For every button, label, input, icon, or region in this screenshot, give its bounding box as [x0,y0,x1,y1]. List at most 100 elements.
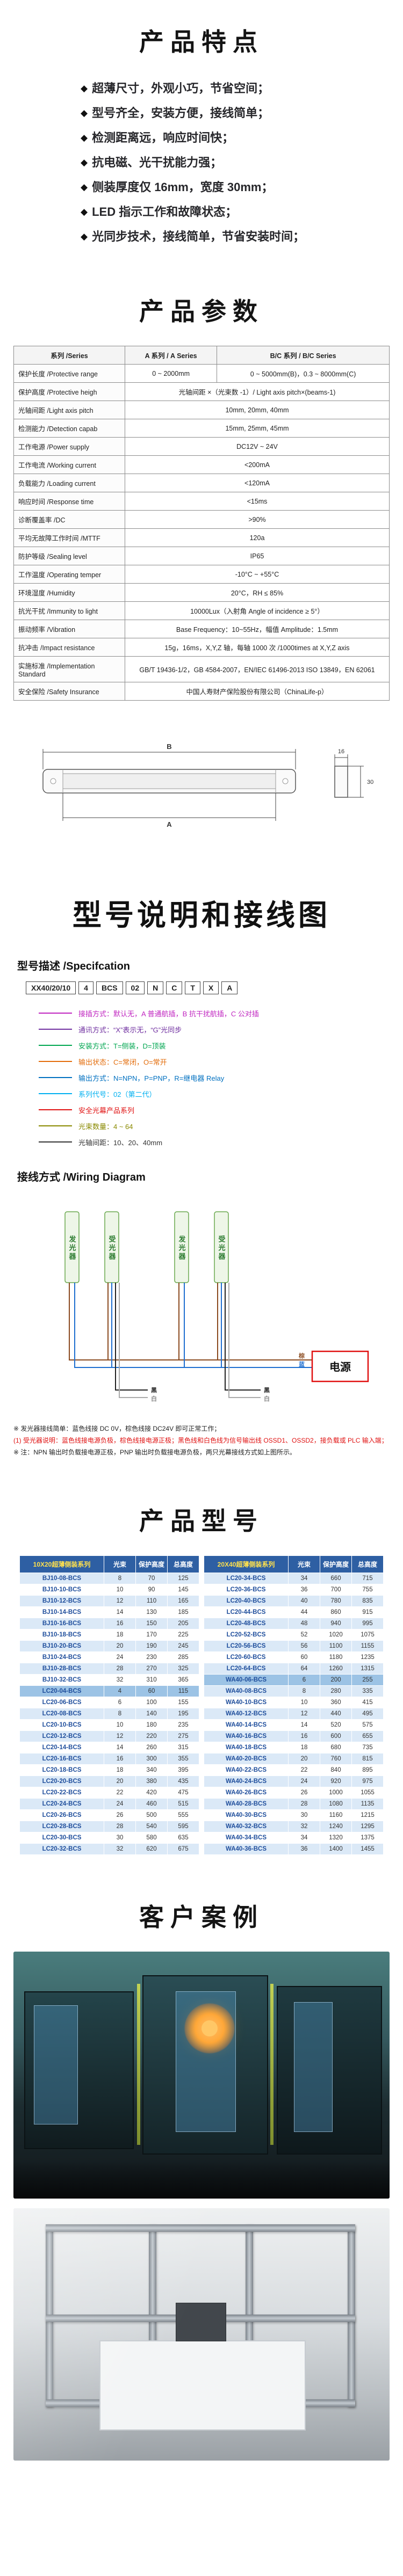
model-name: WA40-34-BCS [204,1831,289,1844]
feature-item: ◆检测距离远，响应时间快； [81,126,403,150]
param-label: 负载能力 /Loading current [13,474,125,492]
dim-label-16: 16 [338,748,344,755]
model-value: 255 [351,1673,384,1686]
model-value: 1240 [320,1820,352,1832]
model-value: 155 [167,1696,199,1708]
param-value: 15mm, 25mm, 45mm [125,419,390,438]
receiver-label: 受光器 [107,1235,116,1261]
equipment-module [176,2302,226,2341]
model-value: 1315 [351,1662,384,1675]
param-value: <200mA [125,455,390,474]
model-value: 32 [288,1820,320,1832]
model-value: 20 [288,1752,320,1765]
model-section-title: 型号说明和接线图 [73,899,330,932]
model-name: LC20-32-BCS [19,1843,104,1855]
model-value: 500 [135,1809,168,1821]
model-value: 635 [167,1831,199,1844]
param-label: 平均无故障工作时间 /MTTF [13,528,125,547]
model-value: 40 [288,1595,320,1607]
emitter-label-2: 发光器 [177,1235,186,1261]
model-value: 920 [320,1775,352,1787]
model-value: 100 [135,1696,168,1708]
model-code-box: 4 [78,981,93,994]
model-value: 340 [135,1764,168,1776]
model-name: LC20-28-BCS [19,1820,104,1832]
model-value: 28 [288,1798,320,1810]
model-value: 395 [167,1764,199,1776]
annotation-connector-line [39,1045,72,1046]
model-value: 440 [320,1707,352,1720]
model-value: 44 [288,1606,320,1618]
feature-text: 检测距离远，响应时间快； [92,131,234,144]
model-value: 1135 [351,1798,384,1810]
model-value: 16 [104,1617,136,1629]
acrylic-panel [34,2005,78,2124]
model-value: 700 [320,1583,352,1596]
feature-text: 超薄尺寸，外观小巧，节省空间； [92,82,270,95]
model-value: 915 [351,1606,384,1618]
param-label: 系列 /Series [13,346,125,365]
model-value: 12 [104,1595,136,1607]
model-value: 20 [104,1775,136,1787]
model-name: BJ10-20-BCS [19,1640,104,1652]
model-name: WA40-36-BCS [204,1843,289,1855]
param-label: 振动频率 /Vibration [13,620,125,638]
equipment-cabinet [99,2340,306,2431]
model-name: LC20-08-BCS [19,1707,104,1720]
features-title: 产品特点 [139,28,264,56]
model-value: 14 [288,1719,320,1731]
model-value: 28 [104,1662,136,1675]
model-name: LC20-52-BCS [204,1628,289,1641]
model-value: 380 [135,1775,168,1787]
feature-text: 光同步技术，接线简单，节省安装时间； [92,230,305,243]
model-value: 115 [167,1685,199,1697]
model-code-box: 02 [125,981,145,994]
model-value: 595 [167,1820,199,1832]
wiring-diagram: 电源 棕 蓝 黑 白 黑 白 发光器 受光器 发光器 受光器 [13,1192,390,1415]
diamond-bullet-icon: ◆ [81,157,88,168]
param-value: 10000Lux（入射角 Angle of incidence ≥ 5°） [125,601,390,620]
model-value: 4 [104,1685,136,1697]
model-value: 180 [135,1719,168,1731]
model-value: 780 [320,1595,352,1607]
work-lamp-core [202,2020,218,2036]
model-value: 8 [288,1685,320,1697]
param-value: Base Frequency：10~55Hz，幅值 Amplitude：1.5m… [125,620,390,638]
model-value: 16 [288,1730,320,1742]
model-value: 34 [288,1831,320,1844]
model-name: WA40-12-BCS [204,1707,289,1720]
param-value: -10°C ~ +55°C [125,565,390,584]
model-value: 275 [167,1730,199,1742]
wiring-notes: ※ 发光器接线简单：蓝色线接 DC 0V，棕色线接 DC24V 即可正常工作；(… [13,1423,390,1459]
annotation-text: 光束数量：4 ~ 64 [78,1122,133,1131]
model-value: 355 [167,1752,199,1765]
acrylic-panel [294,2002,333,2132]
wiring-note: (1) 受光器说明：蓝色线接电源负极，棕色线接电源正极；黑色线和白色线为信号输出… [13,1437,388,1445]
param-label: 工作温度 /Operating temper [13,565,125,584]
model-value: 310 [135,1673,168,1686]
annotation-text: 安装方式：T=侧装，D=顶装 [78,1042,166,1050]
params-title: 产品参数 [139,297,264,325]
model-value: 715 [351,1572,384,1584]
case-photo-2 [13,2208,390,2461]
model-value: 1260 [320,1662,352,1675]
column-header: 总高度 [351,1555,384,1573]
